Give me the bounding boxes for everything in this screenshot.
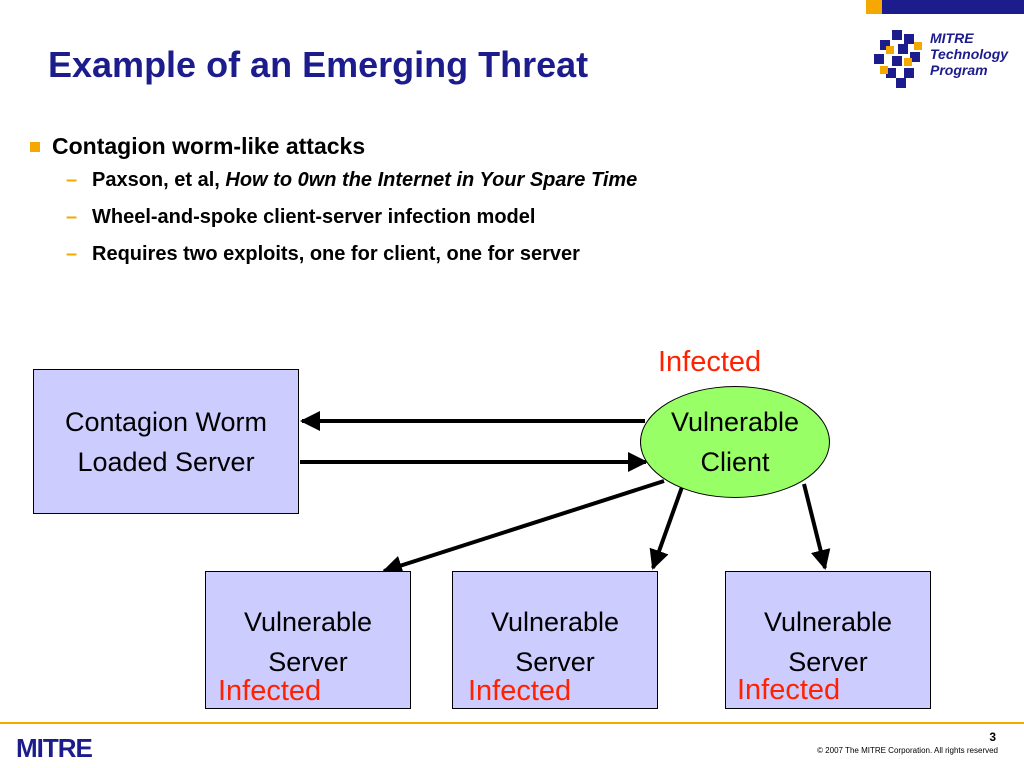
dash-bullet-icon: – <box>66 206 78 228</box>
slide-title: Example of an Emerging Threat <box>48 44 589 85</box>
worm-server-line-2: Loaded Server <box>77 446 255 477</box>
bullet-main: Contagion worm-like attacks <box>26 130 866 162</box>
dash-bullet-icon: – <box>66 169 78 191</box>
client-line-1: Vulnerable <box>670 407 800 437</box>
copyright-notice: © 2007 The MITRE Corporation. All rights… <box>817 746 998 755</box>
worm-server-line-1: Contagion Worm <box>64 406 268 437</box>
vulnerable-server-box-1: Vulnerable Server <box>205 571 411 709</box>
server-2-infected-label: Infected <box>468 675 572 707</box>
vulnerable-server-box-2: Vulnerable Server <box>452 571 658 709</box>
logo-line-2: Technology <box>930 46 1009 62</box>
arrow-client-to-vs2 <box>649 486 684 570</box>
arrow-client-to-vs3 <box>802 483 831 570</box>
logo-text: MITRE Technology Program <box>930 30 1008 78</box>
logo-line-1: MITRE <box>930 30 974 46</box>
server-1-infected-label: Infected <box>218 675 322 707</box>
dash-bullet-icon: – <box>66 243 78 265</box>
page-number: 3 <box>989 730 996 744</box>
server-1-line-1: Vulnerable <box>243 607 373 637</box>
footer-rule <box>0 722 1024 724</box>
bullet-main-text: Contagion worm-like attacks <box>52 133 366 159</box>
client-infected-label: Infected <box>658 346 762 378</box>
client-line-2: Client <box>700 447 770 477</box>
bullet-sub-3-text: Requires two exploits, one for client, o… <box>92 243 580 265</box>
logo-cube-icon <box>874 30 922 88</box>
server-3-line-2: Server <box>788 647 868 677</box>
bullet-sub-1-emphasis: How to 0wn the Internet in Your Spare Ti… <box>225 169 638 191</box>
mitre-technology-program-logo: MITRE Technology Program <box>872 28 1022 92</box>
corner-bar <box>882 0 1024 14</box>
square-bullet-icon <box>30 142 40 152</box>
server-2-line-1: Vulnerable <box>490 607 620 637</box>
corner-accent <box>866 0 882 14</box>
contagion-worm-server-box: Contagion Worm Loaded Server <box>33 369 299 514</box>
bullet-sub-2-text: Wheel-and-spoke client-server infection … <box>92 206 536 228</box>
server-3-infected-label: Infected <box>737 674 841 706</box>
vulnerable-client-ellipse: Vulnerable Client <box>640 386 830 498</box>
bullet-sub-1: – Paxson, et al, How to 0wn the Internet… <box>26 162 866 199</box>
logo-line-3: Program <box>930 62 988 78</box>
vulnerable-server-box-3: Vulnerable Server <box>725 571 931 709</box>
bullet-list: Contagion worm-like attacks – Paxson, et… <box>26 130 866 273</box>
server-3-line-1: Vulnerable <box>763 607 893 637</box>
bullet-sub-2: – Wheel-and-spoke client-server infectio… <box>26 199 866 236</box>
arrow-client-to-vs1 <box>382 479 665 576</box>
server-2-line-2: Server <box>515 647 595 677</box>
server-1-line-2: Server <box>268 647 348 677</box>
bullet-sub-3: – Requires two exploits, one for client,… <box>26 236 866 273</box>
bullet-sub-1-text: Paxson, et al, <box>92 169 226 191</box>
mitre-footer-logo: MITRE <box>16 733 93 763</box>
